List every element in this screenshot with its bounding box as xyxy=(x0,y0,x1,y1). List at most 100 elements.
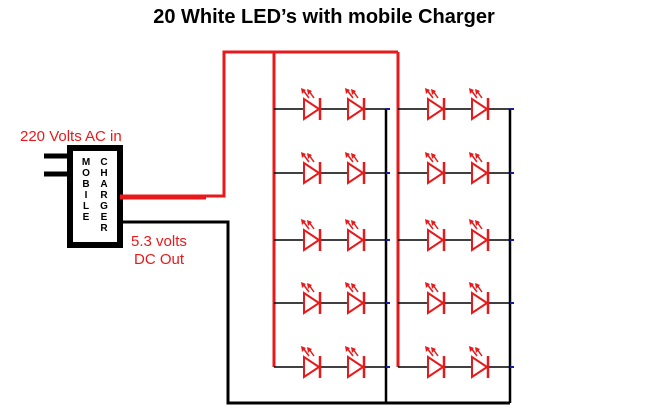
led-arrow-head xyxy=(469,282,474,288)
led-triangle xyxy=(427,291,445,315)
led-arrow-head xyxy=(345,346,350,352)
led-arrow-head xyxy=(475,89,480,95)
charger-letter: A xyxy=(100,179,107,190)
led-arrow-head xyxy=(301,88,306,94)
led-triangle xyxy=(347,97,365,121)
charger-letter: R xyxy=(100,190,108,201)
led-arrow-head xyxy=(307,283,312,289)
led-arrow-head xyxy=(475,283,480,289)
led-diode xyxy=(345,152,366,185)
led-arrow-head xyxy=(431,89,436,95)
led-triangle xyxy=(303,228,321,252)
led-arrow-head xyxy=(475,153,480,159)
led-arrow-head xyxy=(431,153,436,159)
mobile-charger-box xyxy=(67,145,123,248)
led-arrow-head xyxy=(425,346,430,352)
led-row xyxy=(274,346,390,379)
led-arrow-head xyxy=(351,347,356,353)
led-triangle xyxy=(471,228,489,252)
led-row xyxy=(398,219,514,252)
led-diode xyxy=(469,219,490,252)
led-triangle xyxy=(303,355,321,379)
led-diode xyxy=(301,152,322,185)
led-diode xyxy=(469,282,490,315)
led-arrow-head xyxy=(475,220,480,226)
led-arrow-head xyxy=(351,220,356,226)
led-arrow-head xyxy=(301,282,306,288)
led-arrow-head xyxy=(351,283,356,289)
led-arrow-head xyxy=(307,347,312,353)
charger-letter: E xyxy=(83,212,90,223)
led-triangle xyxy=(347,355,365,379)
led-arrow-head xyxy=(301,152,306,158)
page-title: 20 White LED’s with mobile Charger xyxy=(153,6,495,28)
led-arrow-head xyxy=(425,282,430,288)
led-arrow-head xyxy=(425,219,430,225)
led-diode xyxy=(469,152,490,185)
led-arrow-head xyxy=(469,346,474,352)
led-diode xyxy=(345,88,366,121)
led-arrow-head xyxy=(469,152,474,158)
led-row xyxy=(274,88,390,121)
led-diode xyxy=(469,88,490,121)
led-arrow-head xyxy=(425,152,430,158)
charger-letter: C xyxy=(100,157,107,168)
led-row xyxy=(398,88,514,121)
led-arrow-head xyxy=(469,88,474,94)
led-arrow-head xyxy=(301,219,306,225)
charger-letter: H xyxy=(100,168,107,179)
led-triangle xyxy=(347,161,365,185)
led-row xyxy=(398,152,514,185)
led-arrow-head xyxy=(351,89,356,95)
led-triangle xyxy=(303,161,321,185)
charger-letter: I xyxy=(85,190,88,201)
led-diode xyxy=(425,88,446,121)
led-diode xyxy=(345,219,366,252)
charger-letter: O xyxy=(82,168,90,179)
led-triangle xyxy=(471,355,489,379)
led-diode xyxy=(425,282,446,315)
led-arrow-head xyxy=(431,283,436,289)
led-arrow-head xyxy=(345,219,350,225)
led-diode xyxy=(345,282,366,315)
led-triangle xyxy=(427,228,445,252)
led-arrow-head xyxy=(475,347,480,353)
led-arrow-head xyxy=(345,282,350,288)
led-arrow-head xyxy=(307,220,312,226)
charger-letter: E xyxy=(101,212,108,223)
led-row xyxy=(398,346,514,379)
led-arrow-head xyxy=(351,153,356,159)
charger-letter: R xyxy=(100,223,108,234)
led-triangle xyxy=(303,97,321,121)
led-triangle xyxy=(347,291,365,315)
led-arrow-head xyxy=(307,89,312,95)
led-triangle xyxy=(303,291,321,315)
led-triangle xyxy=(427,355,445,379)
led-triangle xyxy=(427,97,445,121)
dc-output-label-line2: DC Out xyxy=(134,251,185,268)
led-arrow-head xyxy=(307,153,312,159)
led-diode xyxy=(301,346,322,379)
led-triangle xyxy=(347,228,365,252)
led-matrix xyxy=(272,52,514,403)
led-triangle xyxy=(471,97,489,121)
charger-letter: G xyxy=(100,201,108,212)
led-arrow-head xyxy=(425,88,430,94)
led-arrow-head xyxy=(431,347,436,353)
led-triangle xyxy=(471,291,489,315)
led-row xyxy=(274,152,390,185)
led-triangle xyxy=(427,161,445,185)
led-arrow-head xyxy=(469,219,474,225)
led-arrow-head xyxy=(431,220,436,226)
led-triangle xyxy=(471,161,489,185)
negative-output-wire xyxy=(120,220,510,405)
charger-letter: L xyxy=(83,201,89,212)
led-diode xyxy=(301,219,322,252)
led-row xyxy=(274,282,390,315)
led-diode xyxy=(345,346,366,379)
led-arrow-head xyxy=(345,88,350,94)
charger-letter: B xyxy=(82,179,89,190)
